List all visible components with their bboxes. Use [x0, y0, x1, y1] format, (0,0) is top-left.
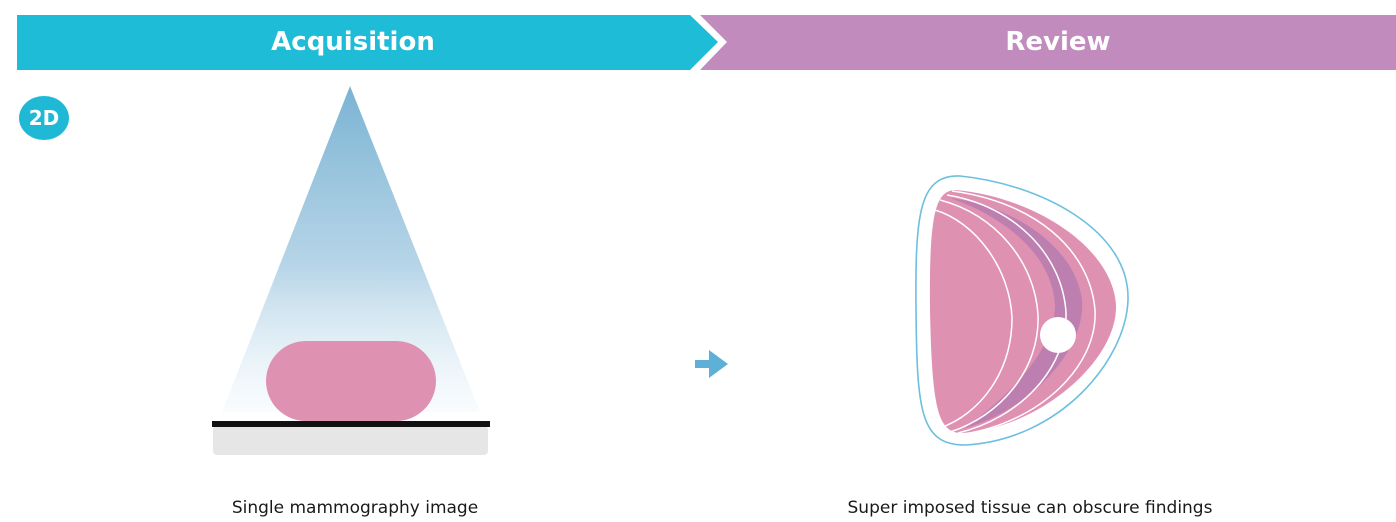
review-stage-label: Review: [1005, 27, 1111, 57]
flow-arrow-icon: [695, 350, 728, 378]
workflow-banner: [17, 15, 1396, 70]
acquisition-stage-band: [17, 15, 718, 70]
review-caption: Super imposed tissue can obscure finding…: [847, 498, 1213, 518]
acquisition-caption: Single mammography image: [231, 498, 479, 518]
xray-beam-icon: [222, 86, 480, 412]
detector-base: [213, 426, 488, 455]
mode-badge-2d: 2D: [19, 96, 69, 140]
acquisition-stage-label: Acquisition: [271, 27, 435, 57]
review-stage-band: [700, 15, 1396, 70]
breast-outline: [915, 175, 1129, 446]
detector-plate: [212, 421, 490, 427]
compressed-breast-shape: [266, 341, 436, 421]
outer-tissue-layer: [929, 190, 1117, 433]
tissue-layer-lines: [934, 190, 1096, 435]
obscured-finding: [1040, 317, 1076, 353]
